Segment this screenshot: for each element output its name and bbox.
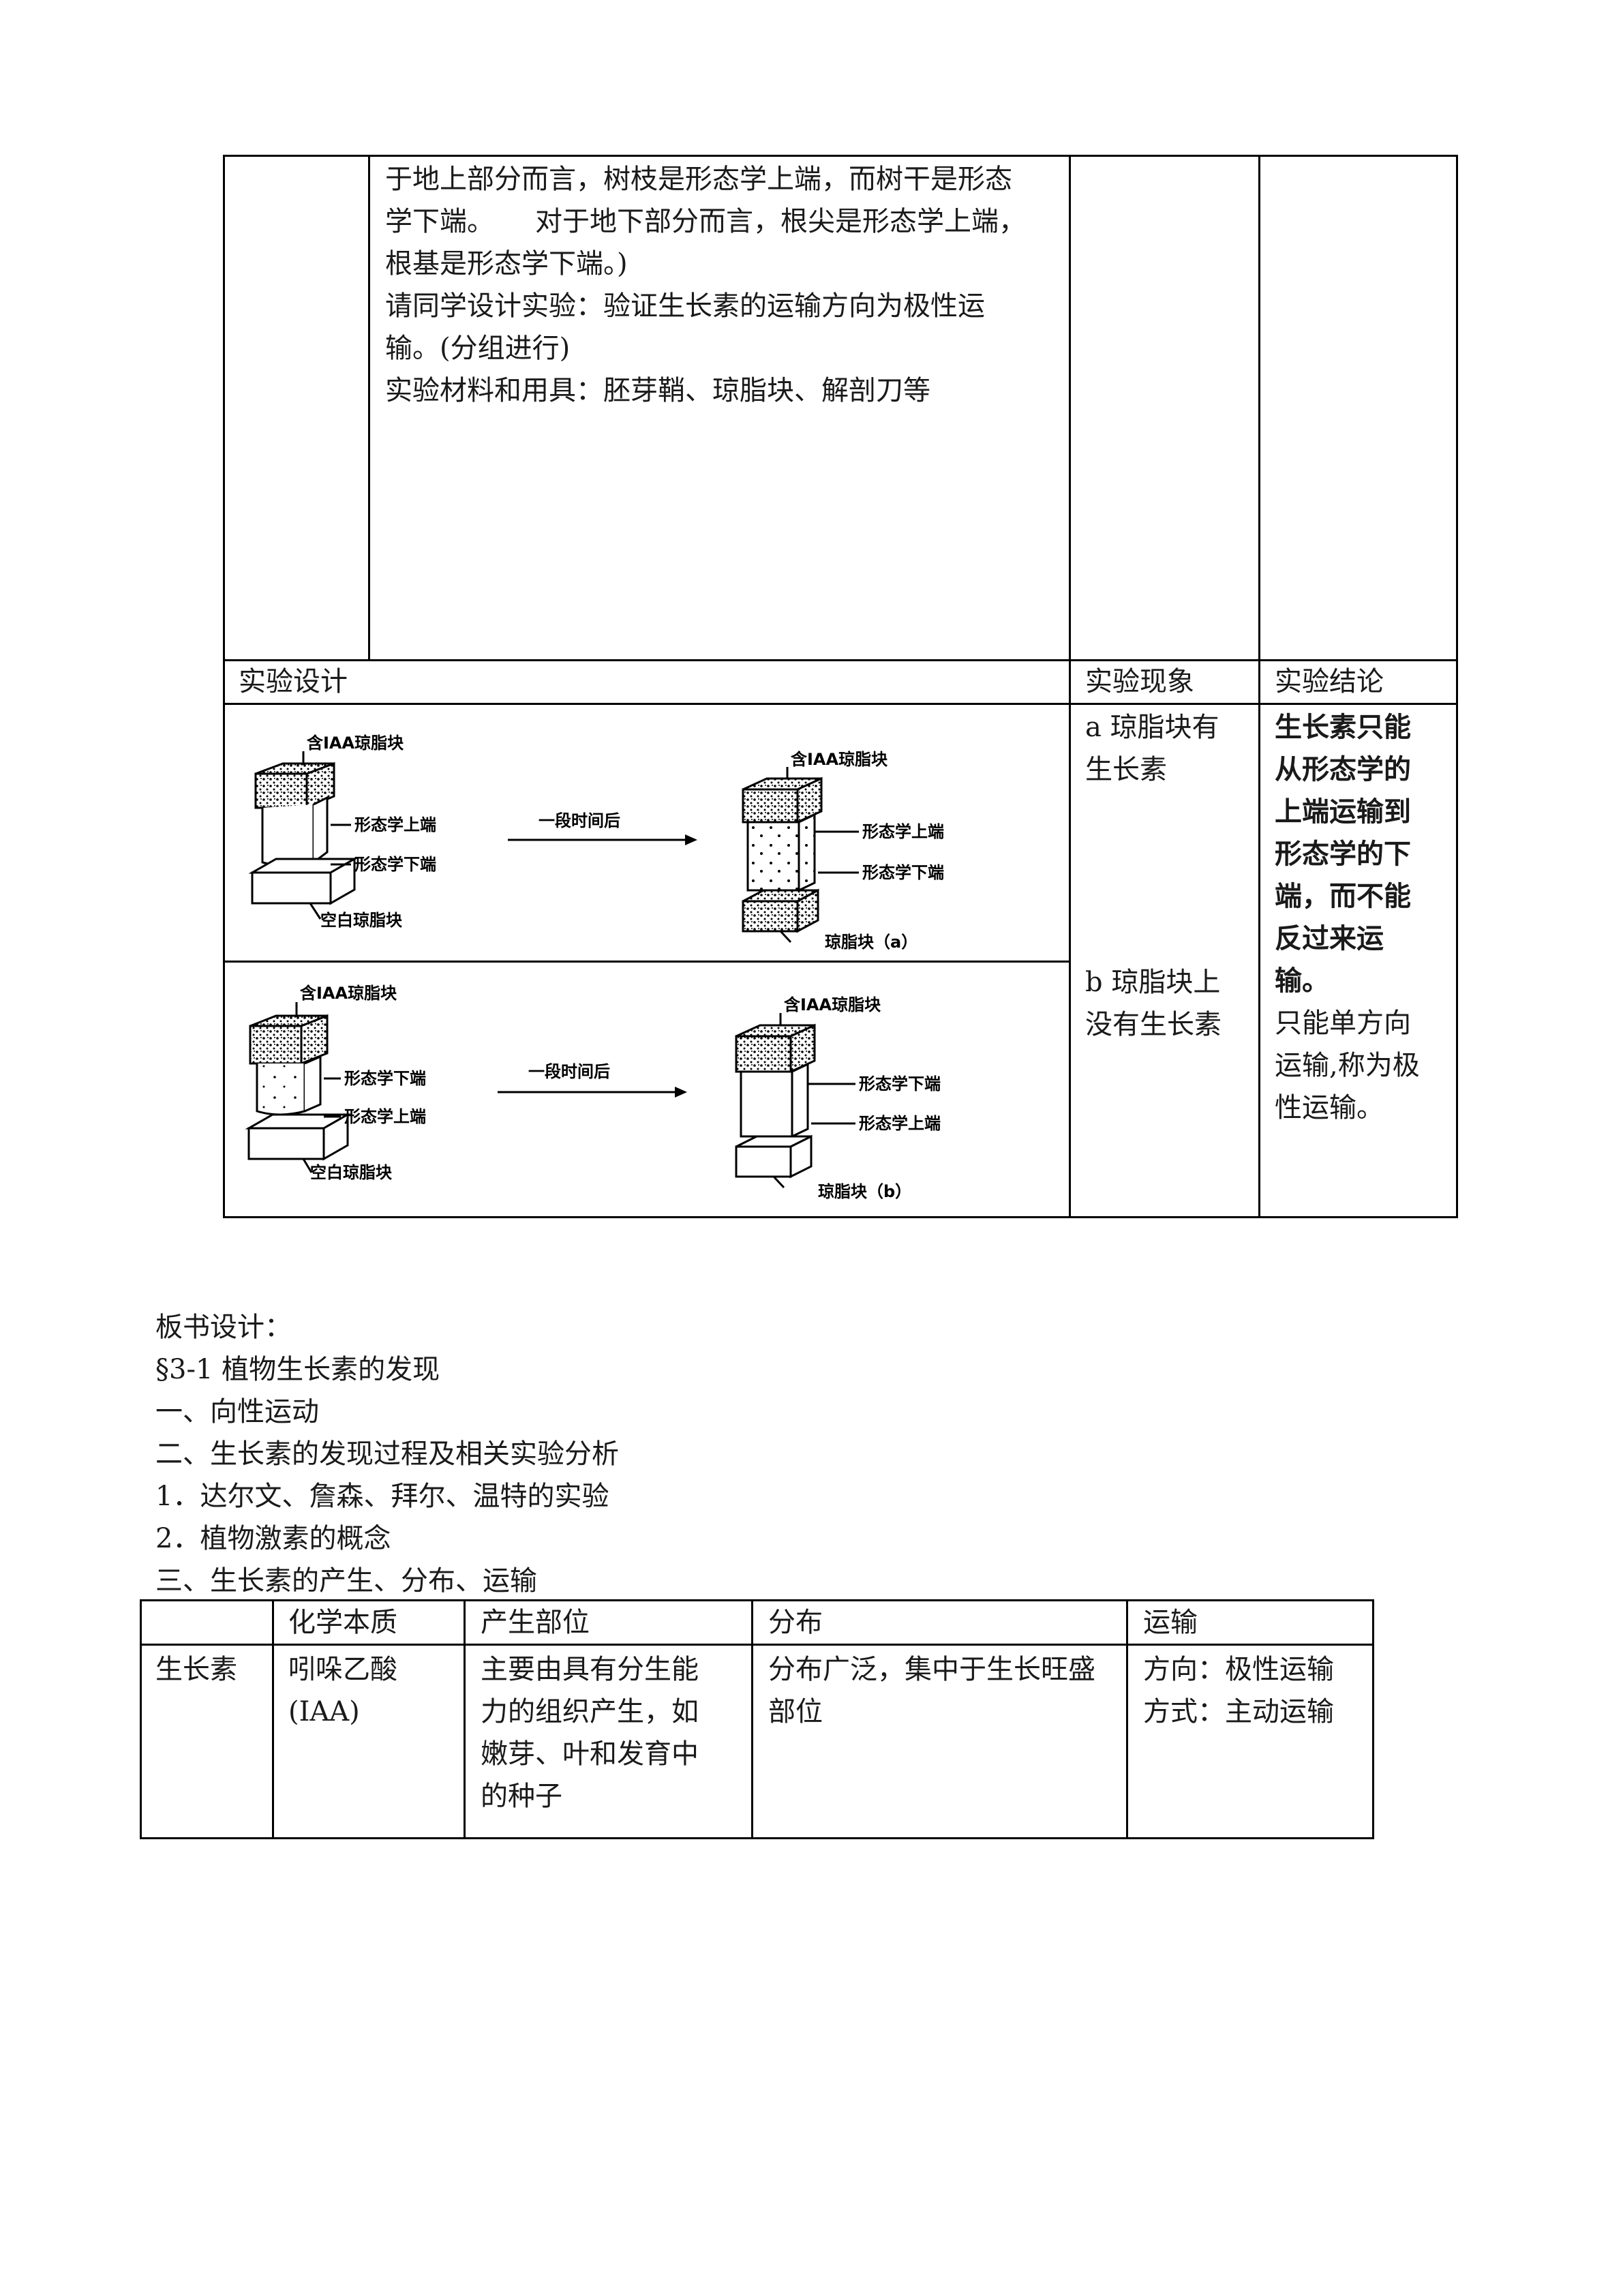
conclusion-bold-line: 端，而不能	[1275, 881, 1411, 912]
conclusion-line: 运输,称为极	[1275, 1050, 1420, 1081]
board-item: 1．达尔文、詹森、拜尔、温特的实验	[155, 1481, 609, 1512]
conclusion-bold-line: 输。	[1275, 965, 1329, 997]
result-label-block: 琼脂块（a）	[825, 933, 917, 952]
result-coleoptile-segment	[746, 813, 816, 892]
header-transport: 运输	[1143, 1607, 1198, 1638]
transport-line: 方向：极性运输	[1143, 1654, 1334, 1685]
conclusion-bold-line: 反过来运	[1275, 923, 1384, 954]
coleoptile-segment	[256, 1055, 322, 1116]
intro-line: 输。(分组进行)	[385, 333, 571, 364]
board-item: 一、向性运动	[155, 1396, 319, 1428]
label-lower-end: 形态学下端	[354, 855, 436, 874]
label-empty-block: 空白琼脂块	[320, 911, 402, 930]
label-top-block: 含IAA琼脂块	[307, 734, 404, 753]
transport-cell: 方向：极性运输 方式：主动运输	[1143, 1648, 1334, 1733]
leader-line	[779, 930, 792, 943]
iaa-block	[249, 1014, 329, 1066]
phenomenon-a: a 琼脂块有 生长素	[1085, 706, 1219, 791]
result-iaa-block	[735, 1023, 816, 1074]
result-label-block: 琼脂块（b）	[818, 1182, 911, 1201]
board-item: 2．植物激素的概念	[155, 1523, 391, 1554]
phenomenon-a-line: a 琼脂块有	[1085, 712, 1219, 743]
conclusion-bold-line: 生长素只能	[1275, 712, 1411, 743]
label-top-block: 含IAA琼脂块	[300, 984, 397, 1003]
chemical-line: (IAA)	[288, 1696, 360, 1727]
result-coleoptile-segment	[740, 1062, 809, 1138]
empty-agar-block	[248, 857, 359, 905]
label-upper-end: 形态学上端	[354, 815, 436, 834]
conclusion-bold-line: 上端运输到	[1275, 796, 1411, 828]
header-distribution: 分布	[768, 1607, 823, 1638]
result-iaa-block	[742, 776, 823, 824]
distribution-line: 部位	[768, 1696, 823, 1727]
arrow	[508, 834, 697, 845]
origin-line: 嫩芽、叶和发育中	[481, 1738, 699, 1770]
header-origin: 产生部位	[481, 1607, 590, 1638]
header-conclusion: 实验结论	[1275, 666, 1384, 697]
label-lower-end: 形态学下端	[344, 1069, 426, 1088]
label-empty-block: 空白琼脂块	[310, 1163, 392, 1182]
phenomenon-b-line: 没有生长素	[1085, 1009, 1222, 1040]
result-label-lower-end: 形态学下端	[862, 863, 944, 882]
intro-text: 于地上部分而言，树枝是形态学上端，而树干是形态 学下端。 对于地下部分而言，根尖…	[385, 158, 1060, 412]
header-design: 实验设计	[239, 666, 348, 697]
board-item: 三、生长素的产生、分布、运输	[155, 1565, 537, 1597]
phenomenon-a-line: 生长素	[1085, 754, 1167, 785]
intro-line: 请同学设计实验：验证生长素的运输方向为极性运	[385, 290, 985, 322]
origin-line: 主要由具有分生能	[481, 1654, 699, 1685]
intro-line: 于地上部分而言，树枝是形态学上端，而树干是形态	[385, 164, 1012, 195]
conclusion-bold-line: 形态学的下	[1275, 839, 1411, 870]
conclusion: 生长素只能 从形态学的 上端运输到 形态学的下 端，而不能 反过来运 输。 只能…	[1275, 706, 1452, 1129]
result-label-top-block: 含IAA琼脂块	[791, 750, 888, 769]
leader-line	[302, 1158, 313, 1173]
header-chemical: 化学本质	[288, 1607, 397, 1638]
distribution-line: 分布广泛，集中于生长旺盛	[768, 1654, 1095, 1685]
intro-line: 根基是形态学下端。)	[385, 248, 628, 280]
conclusion-line: 只能单方向	[1275, 1008, 1411, 1039]
board-design: 板书设计： §3-1 植物生长素的发现 一、向性运动 二、生长素的发现过程及相关…	[155, 1306, 619, 1602]
result-label-upper-end: 形态学上端	[859, 1114, 941, 1133]
iaa-block	[254, 761, 335, 810]
intro-line: 实验材料和用具：胚芽鞘、琼脂块、解剖刀等	[385, 375, 930, 406]
board-title: §3-1 植物生长素的发现	[155, 1354, 440, 1385]
diagram-b: 含IAA琼脂块 形态学下端 形态学上端 空白琼脂块 一段时间后 含IAA琼脂块 …	[245, 984, 941, 1201]
transport-line: 方式：主动运输	[1143, 1696, 1334, 1727]
diagram-a: 含IAA琼脂块 形态学上端 形态学下端 空白琼脂块 一段时间后 含IAA琼脂块	[248, 734, 944, 952]
result-agar-block	[735, 1134, 813, 1179]
result-label-lower-end: 形态学下端	[859, 1074, 941, 1093]
row-label: 生长素	[155, 1654, 237, 1685]
board-heading: 板书设计：	[155, 1312, 292, 1343]
chemical-line: 吲哚乙酸	[288, 1654, 397, 1685]
conclusion-line: 性运输。	[1275, 1092, 1384, 1123]
arrow	[498, 1087, 687, 1098]
result-agar-block	[742, 888, 819, 933]
origin-line: 的种子	[481, 1781, 562, 1812]
label-upper-end: 形态学上端	[344, 1107, 426, 1126]
conclusion-bold-line: 从形态学的	[1275, 754, 1411, 785]
result-label-top-block: 含IAA琼脂块	[784, 995, 881, 1014]
arrow-label: 一段时间后	[528, 1062, 610, 1081]
origin-cell: 主要由具有分生能 力的组织产生，如 嫩芽、叶和发育中 的种子	[481, 1648, 699, 1817]
board-item: 二、生长素的发现过程及相关实验分析	[155, 1438, 619, 1470]
intro-line: 学下端。 对于地下部分而言，根尖是形态学上端，	[385, 206, 1026, 237]
header-phenomenon: 实验现象	[1085, 666, 1194, 697]
empty-agar-block	[245, 1113, 352, 1161]
phenomenon-b: b 琼脂块上 没有生长素	[1085, 961, 1222, 1046]
distribution-cell: 分布广泛，集中于生长旺盛 部位	[768, 1648, 1095, 1733]
leader-line	[772, 1175, 785, 1189]
phenomenon-b-line: b 琼脂块上	[1085, 967, 1221, 998]
leader-line	[309, 903, 322, 920]
coleoptile-segment	[261, 796, 329, 867]
arrow-label: 一段时间后	[539, 811, 620, 830]
chemical-cell: 吲哚乙酸 (IAA)	[288, 1648, 397, 1733]
result-label-upper-end: 形态学上端	[862, 822, 944, 841]
origin-line: 力的组织产生，如	[481, 1696, 699, 1727]
